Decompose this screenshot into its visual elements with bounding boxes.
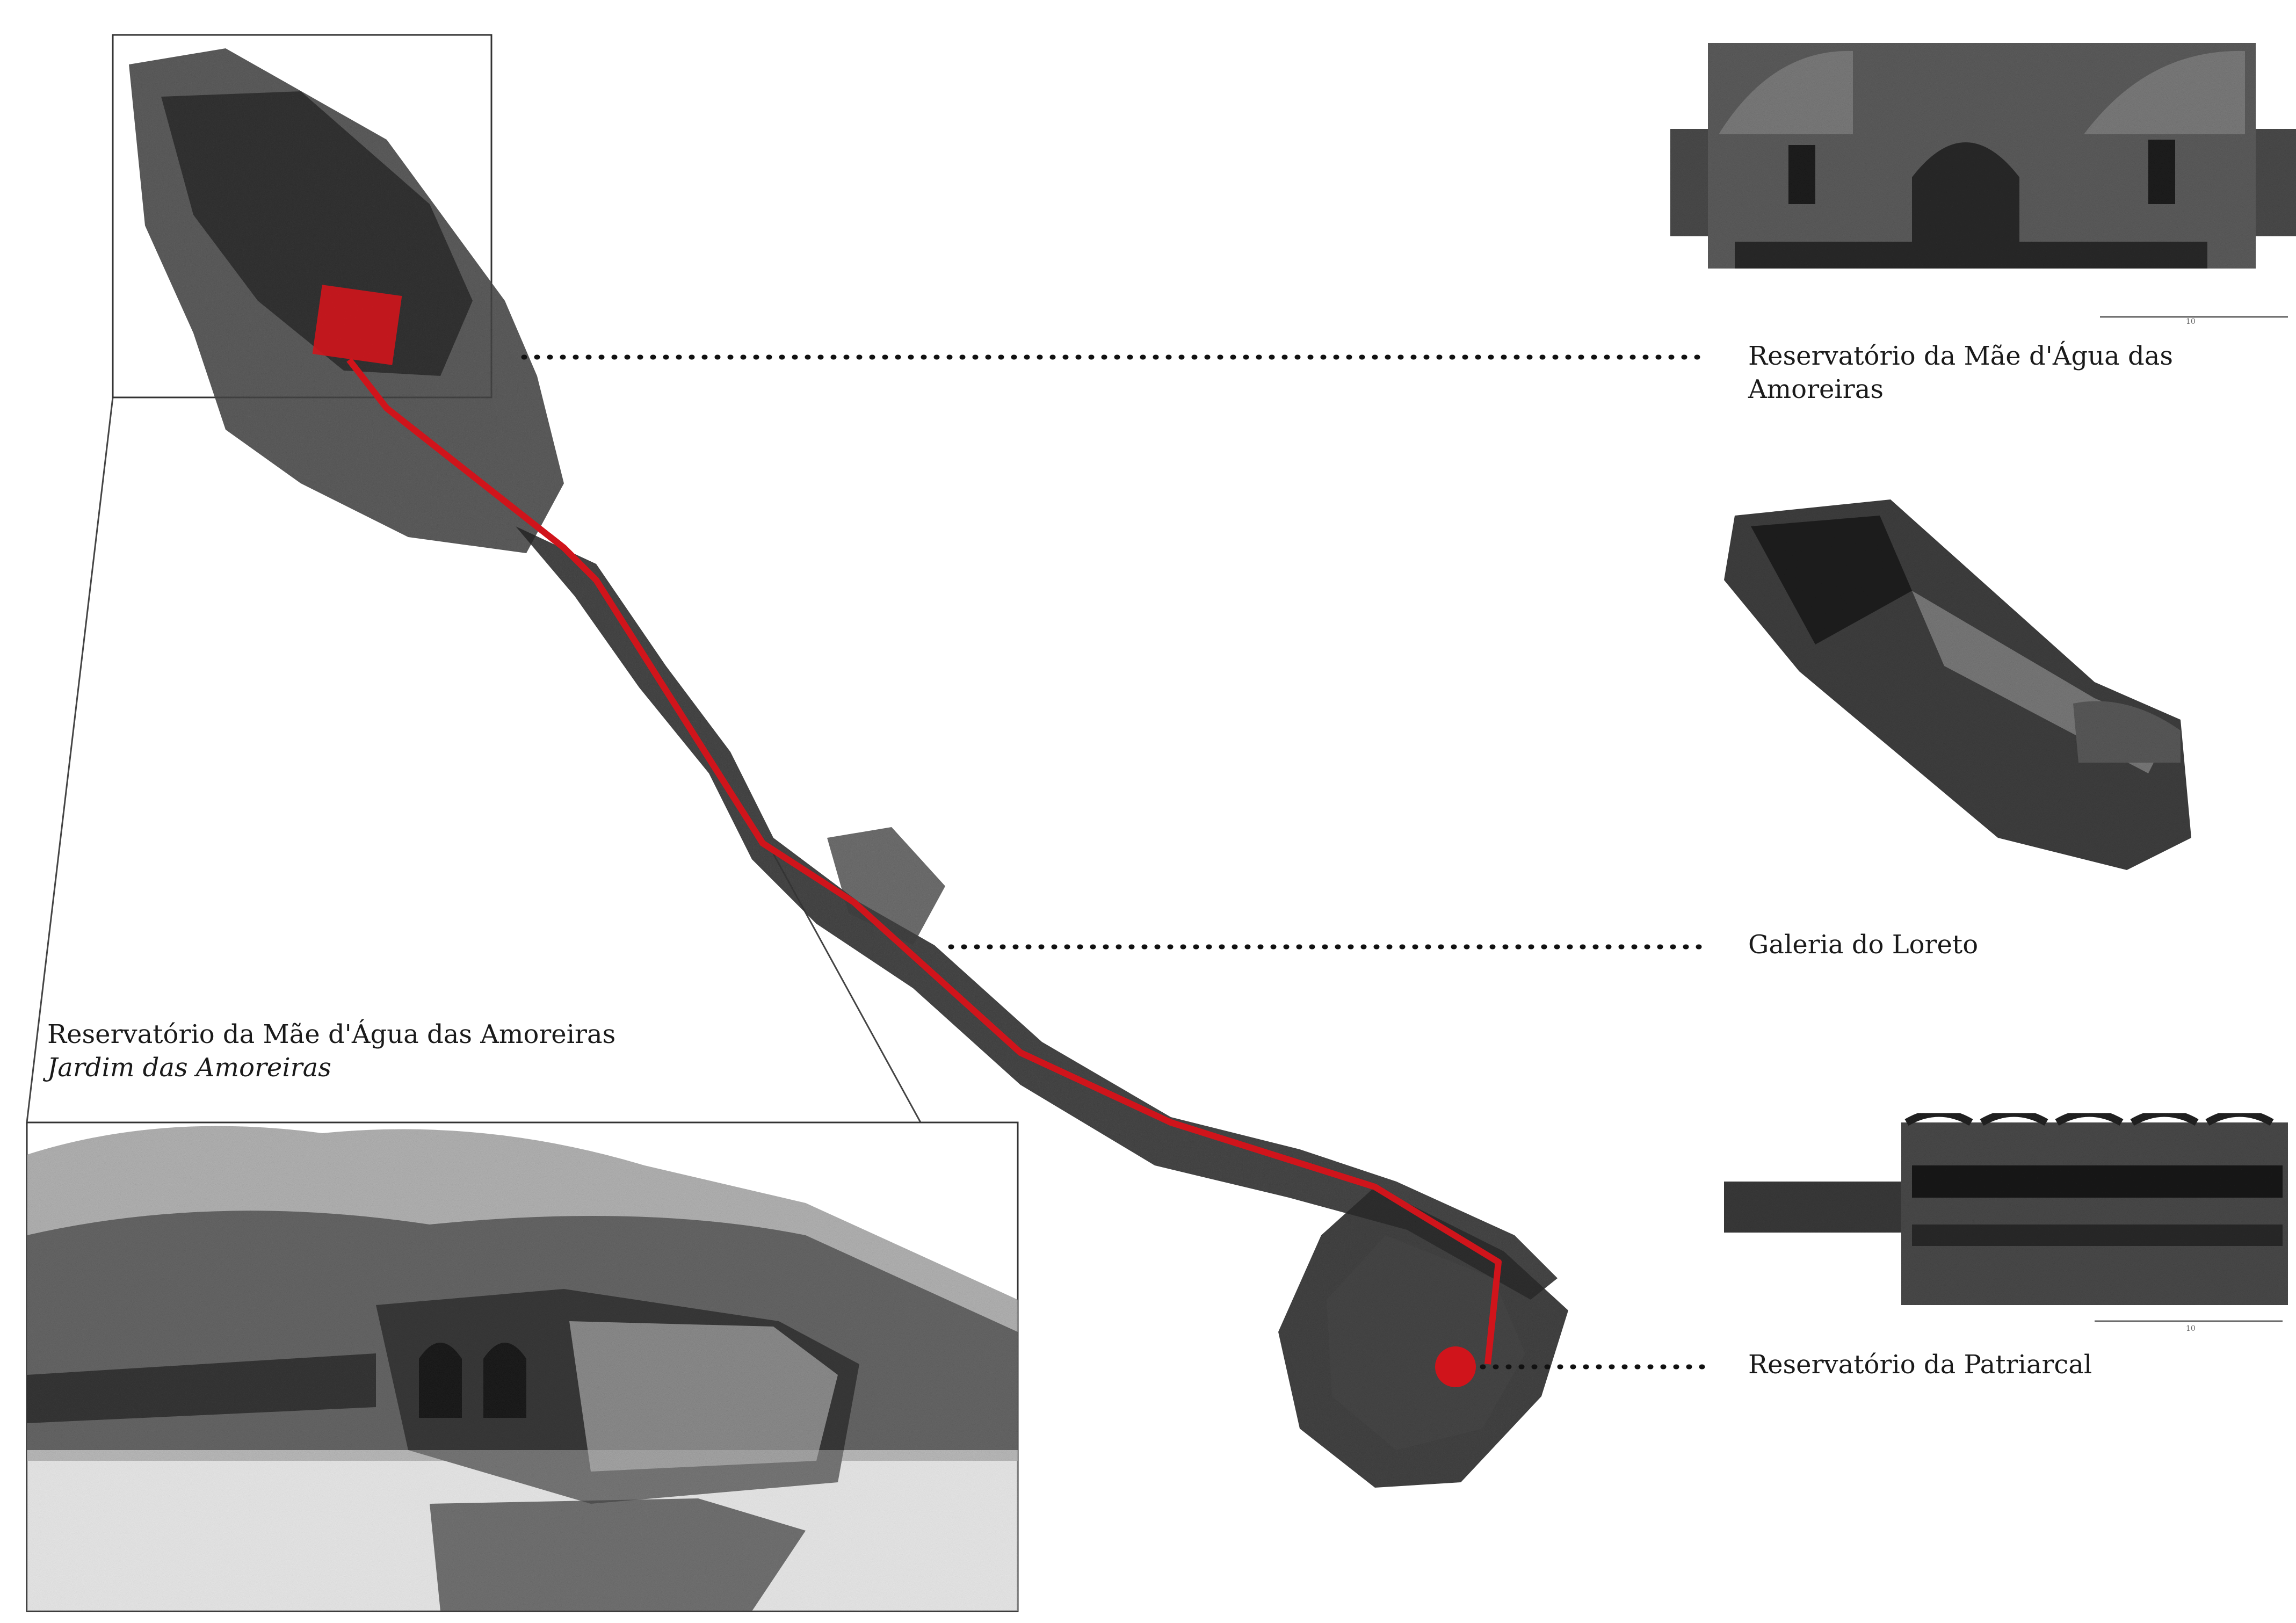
patriarcal-marker <box>1435 1346 1476 1387</box>
label-amoreiras: Reservatório da Mãe d'Água das Amoreiras <box>1748 341 2174 404</box>
leader-lines <box>521 354 1705 1370</box>
route-line <box>346 358 1502 1365</box>
patriarcal-scale-label: 10 <box>2186 1324 2196 1333</box>
inset-garden-render <box>26 1121 1019 1612</box>
label-patriarcal: Reservatório da Patriarcal <box>1748 1350 2092 1380</box>
label-loreto: Galeria do Loreto <box>1748 930 1979 960</box>
amoreiras-marker <box>312 285 402 365</box>
inset-title: Reservatório da Mãe d'Água das Amoreiras <box>47 1019 616 1049</box>
amoreiras-elevation-render <box>1670 43 2296 269</box>
amoreiras-scale-label: 10 <box>2186 317 2196 326</box>
patriarcal-section-render <box>1724 1109 2288 1305</box>
inset-subtitle: Jardim das Amoreiras <box>47 1053 331 1083</box>
aqueduct-route <box>312 285 1502 1387</box>
loreto-gallery-render <box>1724 499 2191 870</box>
